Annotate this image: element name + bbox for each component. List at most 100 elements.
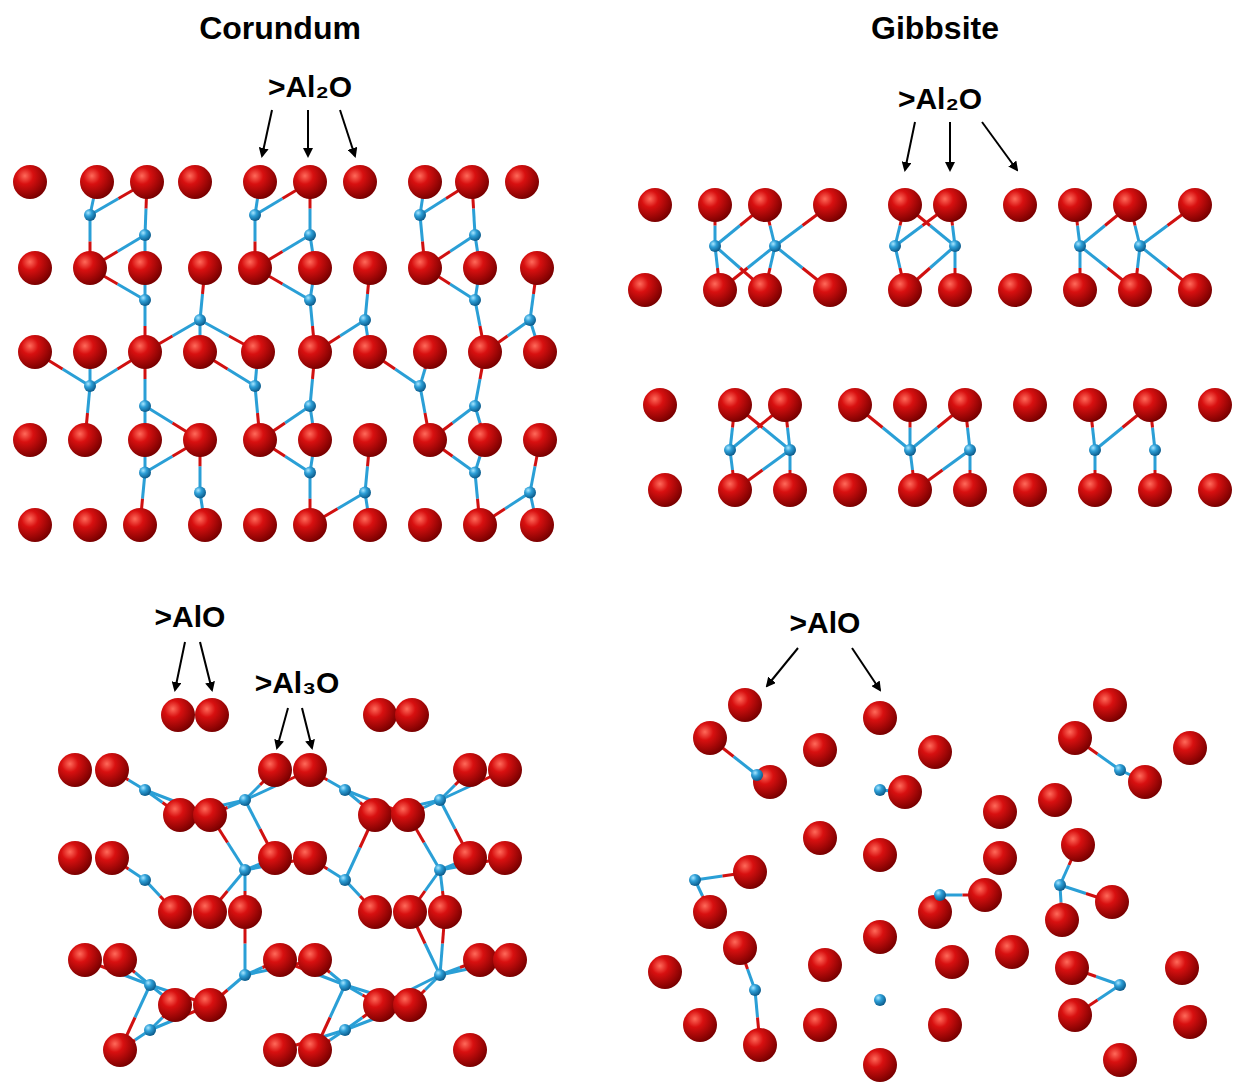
oxygen-atom	[128, 423, 162, 457]
oxygen-atom	[1055, 951, 1089, 985]
oxygen-atom	[523, 335, 557, 369]
oxygen-atom	[453, 841, 487, 875]
aluminum-atom	[689, 874, 701, 886]
oxygen-atom	[948, 388, 982, 422]
oxygen-atom	[363, 698, 397, 732]
oxygen-atom	[773, 473, 807, 507]
aluminum-atom	[769, 240, 781, 252]
oxygen-atom	[188, 508, 222, 542]
leader-line	[340, 110, 355, 156]
aluminum-atom	[434, 864, 446, 876]
oxygen-atom	[628, 273, 662, 307]
oxygen-atom	[1073, 388, 1107, 422]
oxygen-atom	[1198, 473, 1232, 507]
oxygen-atom	[263, 943, 297, 977]
oxygen-atom	[80, 165, 114, 199]
oxygen-atom	[888, 775, 922, 809]
leader-line	[767, 648, 798, 686]
oxygen-atom	[395, 698, 429, 732]
oxygen-atom	[998, 273, 1032, 307]
oxygen-atom	[698, 188, 732, 222]
oxygen-atom	[391, 798, 425, 832]
oxygen-atom	[863, 701, 897, 735]
oxygen-atom	[808, 948, 842, 982]
oxygen-atom	[918, 735, 952, 769]
aluminum-atom	[139, 294, 151, 306]
oxygen-atom	[803, 1008, 837, 1042]
oxygen-atom	[298, 251, 332, 285]
site-label: >Al₂O	[898, 82, 982, 117]
oxygen-atom	[648, 955, 682, 989]
oxygen-atom	[228, 895, 262, 929]
leader-line	[200, 642, 212, 690]
aluminum-atom	[749, 984, 761, 996]
oxygen-atom	[428, 895, 462, 929]
oxygen-atom	[293, 753, 327, 787]
leader-line	[302, 708, 312, 748]
atom-layer	[13, 165, 1232, 1082]
oxygen-atom	[898, 473, 932, 507]
oxygen-atom	[1093, 688, 1127, 722]
oxygen-atom	[728, 688, 762, 722]
oxygen-atom	[803, 733, 837, 767]
oxygen-atom	[161, 698, 195, 732]
oxygen-atom	[298, 335, 332, 369]
oxygen-atom	[193, 798, 227, 832]
oxygen-atom	[293, 508, 327, 542]
leader-line	[949, 122, 951, 170]
oxygen-atom	[195, 698, 229, 732]
oxygen-atom	[243, 508, 277, 542]
oxygen-atom	[183, 335, 217, 369]
oxygen-atom	[1133, 388, 1167, 422]
oxygen-atom	[733, 855, 767, 889]
aluminum-atom	[1114, 979, 1126, 991]
oxygen-atom	[463, 251, 497, 285]
aluminum-atom	[874, 994, 886, 1006]
oxygen-atom	[723, 931, 757, 965]
oxygen-atom	[353, 251, 387, 285]
leader-line	[852, 648, 880, 690]
oxygen-atom	[58, 841, 92, 875]
oxygen-atom	[463, 508, 497, 542]
oxygen-atom	[488, 753, 522, 787]
oxygen-atom	[520, 251, 554, 285]
aluminum-atom	[1074, 240, 1086, 252]
oxygen-atom	[1095, 885, 1129, 919]
oxygen-atom	[353, 508, 387, 542]
oxygen-atom	[863, 920, 897, 954]
panel-title: Corundum	[199, 10, 361, 47]
oxygen-atom	[298, 1033, 332, 1067]
oxygen-atom	[293, 165, 327, 199]
oxygen-atom	[193, 895, 227, 929]
oxygen-atom	[863, 838, 897, 872]
oxygen-atom	[468, 423, 502, 457]
aluminum-atom	[339, 979, 351, 991]
aluminum-atom	[304, 294, 316, 306]
oxygen-atom	[353, 335, 387, 369]
oxygen-atom	[128, 335, 162, 369]
oxygen-atom	[918, 895, 952, 929]
aluminum-atom	[434, 969, 446, 981]
aluminum-atom	[249, 380, 261, 392]
oxygen-atom	[241, 335, 275, 369]
oxygen-atom	[263, 1033, 297, 1067]
oxygen-atom	[1173, 731, 1207, 765]
oxygen-atom	[1118, 273, 1152, 307]
aluminum-atom	[139, 874, 151, 886]
aluminum-atom	[784, 444, 796, 456]
oxygen-atom	[413, 335, 447, 369]
oxygen-atom	[183, 423, 217, 457]
oxygen-atom	[995, 935, 1029, 969]
oxygen-atom	[813, 273, 847, 307]
oxygen-atom	[58, 753, 92, 787]
oxygen-atom	[983, 841, 1017, 875]
oxygen-atom	[188, 251, 222, 285]
oxygen-atom	[813, 188, 847, 222]
oxygen-atom	[683, 1008, 717, 1042]
oxygen-atom	[1045, 903, 1079, 937]
aluminum-atom	[304, 467, 316, 479]
oxygen-atom	[1003, 188, 1037, 222]
oxygen-atom	[768, 388, 802, 422]
aluminum-atom	[239, 794, 251, 806]
